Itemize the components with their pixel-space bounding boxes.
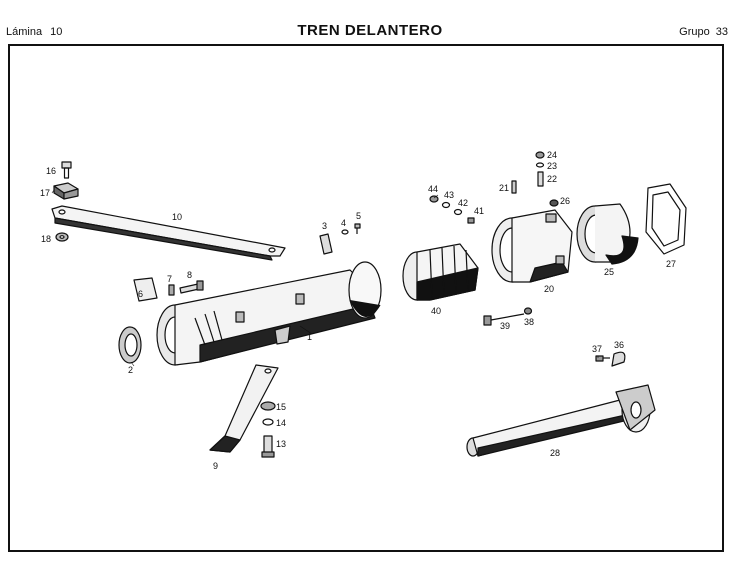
sheet-number: 10 (50, 26, 63, 38)
part-labels: 1 2 3 4 5 6 7 8 9 10 13 14 15 16 17 18 2… (40, 150, 676, 471)
nut-26-drawing (549, 199, 559, 207)
pin-7-drawing (168, 284, 175, 296)
housing-20-drawing (491, 209, 573, 283)
seal-ring-2-drawing (118, 326, 142, 364)
part-label-40: 40 (431, 306, 441, 316)
part-label-25: 25 (604, 267, 614, 277)
nut-44-drawing (429, 195, 439, 203)
part-label-37: 37 (592, 344, 602, 354)
part-label-22: 22 (547, 174, 557, 184)
part-label-42: 42 (458, 198, 468, 208)
part-label-18: 18 (41, 234, 51, 244)
gasket-27-drawing (645, 183, 687, 255)
part-label-8: 8 (187, 270, 192, 280)
nut-24-drawing (535, 151, 545, 159)
part-label-24: 24 (547, 150, 557, 160)
block-17-drawing (53, 182, 79, 200)
screw-37-drawing (595, 355, 610, 362)
part-label-26: 26 (560, 196, 570, 206)
group-label: Grupo 33 (673, 26, 728, 38)
sheet-label-text: Lámina (6, 26, 43, 38)
part-label-13: 13 (276, 439, 286, 449)
washer-23-drawing (535, 162, 545, 168)
part-label-9: 9 (213, 461, 218, 471)
shaft-28-drawing (466, 384, 656, 457)
nut-38-drawing (523, 307, 533, 315)
part-label-15: 15 (276, 402, 286, 412)
nut-18-drawing (55, 232, 69, 242)
clip-36-drawing (611, 351, 626, 367)
arm-9-drawing (209, 364, 279, 453)
part-label-17: 17 (40, 188, 50, 198)
bolt-13-drawing (261, 435, 275, 458)
part-label-10: 10 (172, 212, 182, 222)
plate-6-drawing (133, 277, 158, 302)
drawing-frame (8, 44, 724, 552)
part-label-38: 38 (524, 317, 534, 327)
part-label-27: 27 (666, 259, 676, 269)
pin-21-drawing (511, 180, 517, 194)
part-label-1: 1 (307, 332, 312, 342)
nut-15-drawing (260, 401, 276, 411)
part-label-23: 23 (547, 161, 557, 171)
part-label-5: 5 (356, 211, 361, 221)
page-header: Lámina 10 TREN DELANTERO Grupo 33 (0, 0, 740, 42)
ring-25-drawing (576, 203, 639, 265)
leader-lines (51, 189, 599, 367)
screw-5-drawing (354, 223, 361, 234)
bellows-40-drawing (402, 243, 479, 301)
bracket-3-drawing (319, 233, 333, 255)
bolt-16-drawing (61, 161, 72, 179)
washer-42-drawing (453, 208, 463, 216)
axle-tube-1-drawing (156, 261, 382, 366)
bolt-8-drawing (179, 280, 204, 294)
part-label-39: 39 (500, 321, 510, 331)
group-label-text: Grupo (679, 26, 710, 38)
washer-4-drawing (341, 229, 349, 235)
part-label-36: 36 (614, 340, 624, 350)
washer-43-drawing (441, 201, 451, 209)
part-label-20: 20 (544, 284, 554, 294)
page-title: TREN DELANTERO (297, 22, 443, 39)
part-label-28: 28 (550, 448, 560, 458)
washer-14-drawing (262, 418, 274, 426)
part-label-21: 21 (499, 183, 509, 193)
part-label-14: 14 (276, 418, 286, 428)
sheet-label: Lámina 10 (6, 26, 70, 38)
part-label-16: 16 (46, 166, 56, 176)
part-label-41: 41 (474, 206, 484, 216)
screw-41-drawing (467, 217, 475, 224)
leaf-strap-10-drawing (51, 205, 286, 261)
bolt-39-drawing (483, 313, 525, 326)
part-label-2: 2 (128, 365, 133, 375)
bolt-22-drawing (537, 171, 544, 187)
part-label-7: 7 (167, 274, 172, 284)
part-label-6: 6 (138, 289, 143, 299)
group-number: 33 (715, 26, 728, 38)
part-label-43: 43 (444, 190, 454, 200)
part-label-3: 3 (322, 221, 327, 231)
part-label-4: 4 (341, 218, 346, 228)
part-label-44: 44 (428, 184, 438, 194)
